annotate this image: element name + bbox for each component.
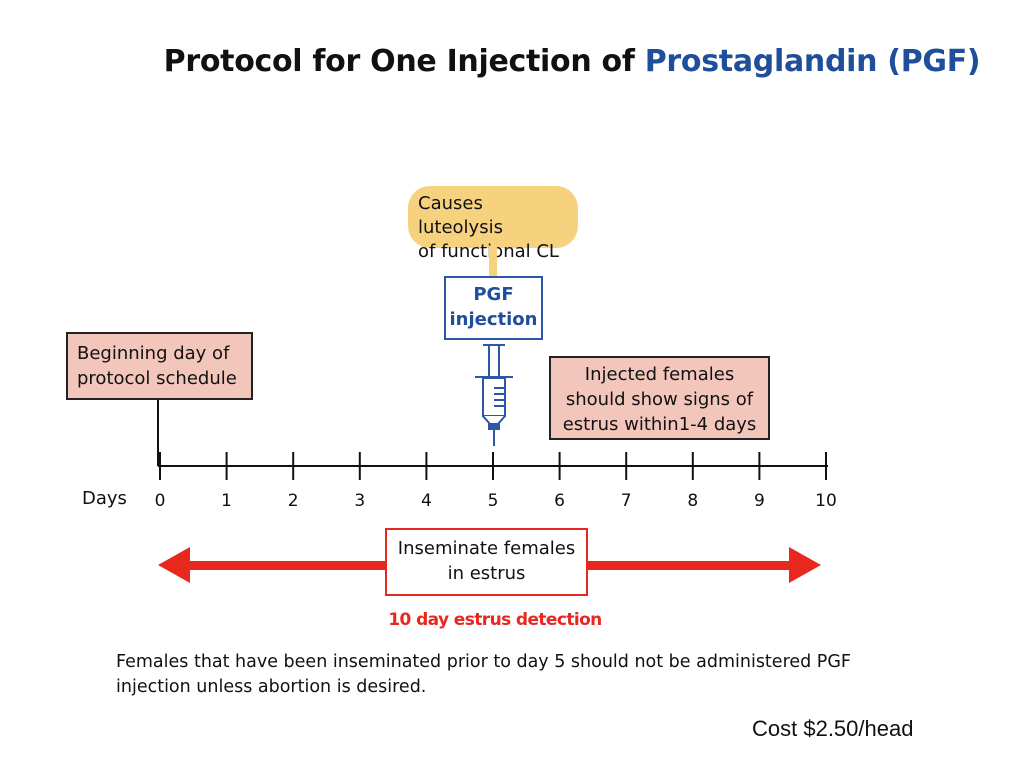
timeline-day-label: 10: [815, 491, 837, 511]
timeline-day-label: 0: [155, 491, 166, 511]
timeline-day-label: 7: [621, 491, 632, 511]
timeline-ticks: [159, 452, 827, 480]
cost-label: Cost $2.50/head: [752, 716, 914, 741]
timeline-axis-label: Days: [82, 488, 127, 509]
estrus-detection-label: 10 day estrus detection: [388, 610, 602, 630]
page-title: Protocol for One Injection of Prostaglan…: [22, 44, 1024, 79]
luteolysis-line-2: of functional CL: [418, 241, 559, 262]
timeline-day-label: 4: [421, 491, 432, 511]
footnote: Females that have been inseminated prior…: [116, 650, 916, 700]
injected-females-callout: Injected females should show signs of es…: [549, 356, 770, 440]
luteolysis-callout: Causes luteolysis of functional CL: [408, 186, 578, 262]
injected-line-2: should show signs of: [565, 389, 754, 410]
luteolysis-line-1: Causes luteolysis: [418, 193, 503, 238]
timeline-day-label: 2: [288, 491, 299, 511]
pgf-line-2: injection: [449, 309, 538, 330]
beginning-line-2: protocol schedule: [77, 368, 237, 389]
injected-line-3: estrus within1-4 days: [562, 414, 757, 435]
timeline-day-label: 9: [754, 491, 765, 511]
inseminate-line-1: Inseminate females: [397, 538, 576, 559]
pgf-line-1: PGF: [473, 284, 514, 305]
timeline-day-label: 1: [221, 491, 232, 511]
timeline-day-label: 6: [554, 491, 565, 511]
inseminate-box: Inseminate females in estrus: [385, 528, 588, 596]
pgf-injection-box: PGF injection: [444, 276, 543, 340]
timeline-day-label: 3: [354, 491, 365, 511]
syringe-icon: [475, 344, 513, 446]
timeline-day-labels: 0 1 2 3 4 5 6 7 8 9 10: [155, 491, 837, 511]
title-main: Protocol for One Injection of: [163, 44, 645, 79]
beginning-line-1: Beginning day of: [77, 343, 230, 364]
title-highlight: Prostaglandin (PGF): [644, 44, 981, 79]
luteolysis-connector: [489, 247, 497, 277]
injected-line-1: Injected females: [584, 364, 735, 385]
timeline-day-label: 8: [687, 491, 698, 511]
inseminate-line-2: in estrus: [447, 563, 526, 584]
footnote-line-1: Females that have been inseminated prior…: [116, 652, 851, 672]
timeline-day-label: 5: [488, 491, 499, 511]
footnote-line-2: injection unless abortion is desired.: [116, 677, 427, 697]
beginning-day-callout: Beginning day of protocol schedule: [66, 332, 253, 400]
